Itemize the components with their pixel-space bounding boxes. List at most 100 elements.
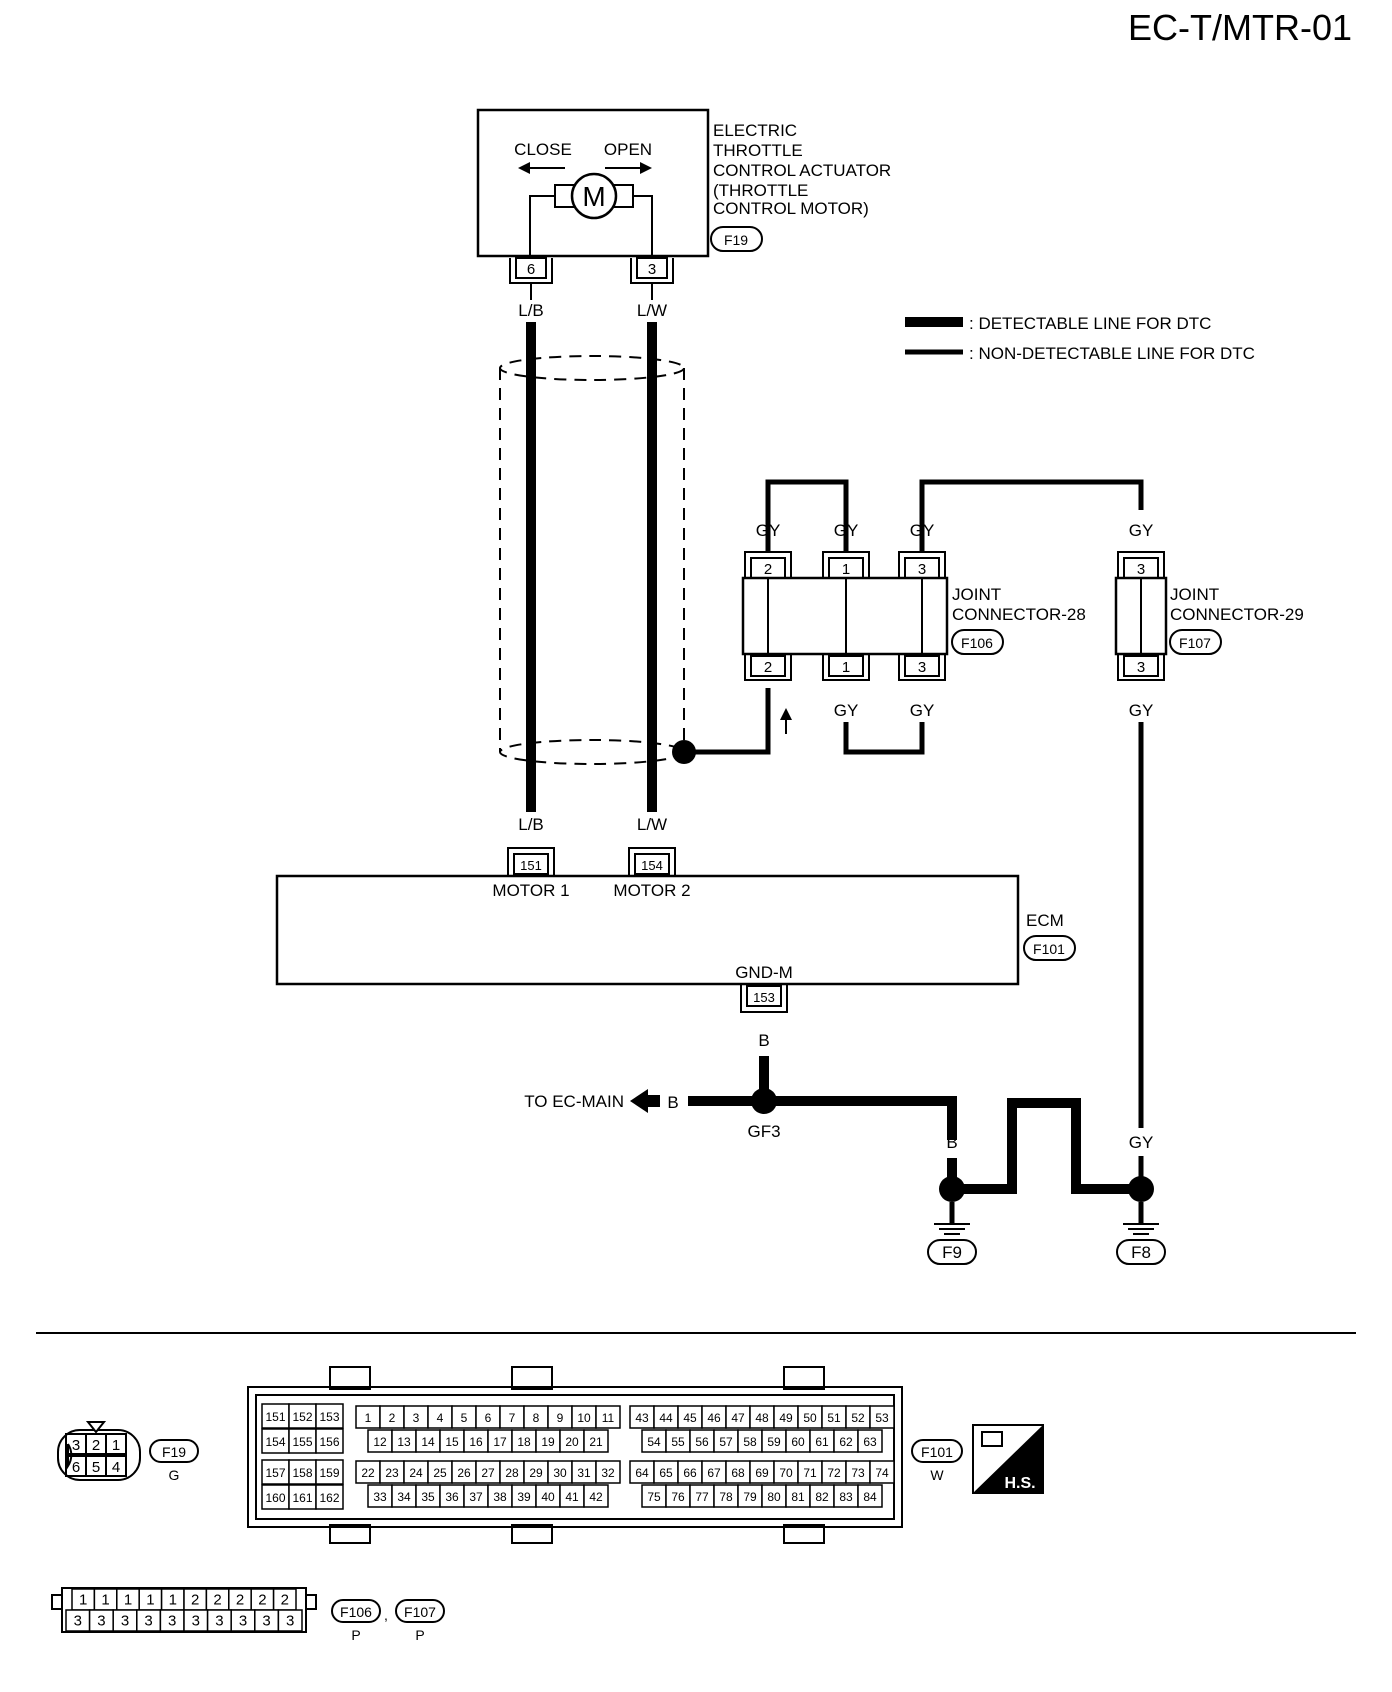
f101-pin: 48 bbox=[755, 1411, 769, 1425]
throttle-actuator: CLOSE OPEN M ELECTRIC THROTTLE CONTROL A… bbox=[476, 108, 891, 284]
svg-text:(THROTTLE: (THROTTLE bbox=[713, 181, 808, 200]
f101-pin: 1 bbox=[365, 1411, 372, 1425]
f101-pin: 78 bbox=[719, 1490, 733, 1504]
f106-pin: 1 bbox=[79, 1592, 87, 1609]
f101-pin: 77 bbox=[695, 1490, 709, 1504]
f101-pin: 54 bbox=[647, 1435, 661, 1449]
f101-pin: 67 bbox=[707, 1466, 721, 1480]
f101-pin: 21 bbox=[589, 1435, 603, 1449]
to-ec-main-label: TO EC-MAIN bbox=[524, 1092, 624, 1111]
ground-f9-icon: F9 bbox=[927, 1202, 977, 1265]
motor-icon: M bbox=[529, 172, 653, 256]
f101-pin: 161 bbox=[292, 1491, 312, 1505]
svg-text:H.S.: H.S. bbox=[1004, 1475, 1035, 1492]
f101-pin: 10 bbox=[577, 1411, 591, 1425]
f106-pin: 1 bbox=[169, 1592, 177, 1609]
f101-pin: 37 bbox=[469, 1490, 483, 1504]
f101-pin: 52 bbox=[851, 1411, 865, 1425]
f101-pin: 3 bbox=[413, 1411, 420, 1425]
close-label: CLOSE bbox=[514, 140, 572, 159]
f101-pin: 19 bbox=[541, 1435, 555, 1449]
f106-pin: 3 bbox=[121, 1613, 129, 1630]
f101-pin: 33 bbox=[373, 1490, 387, 1504]
f106-pin: 3 bbox=[286, 1613, 294, 1630]
svg-text:3: 3 bbox=[1137, 659, 1145, 676]
wire-label-lw-top: L/W bbox=[637, 301, 667, 320]
f101-pin: 16 bbox=[469, 1435, 483, 1449]
svg-text:B: B bbox=[667, 1093, 678, 1112]
svg-text:GY: GY bbox=[834, 701, 859, 720]
svg-text:GY: GY bbox=[1129, 521, 1154, 540]
to-main-arrow-icon bbox=[630, 1089, 660, 1113]
actuator-pin-6: 6 bbox=[509, 257, 553, 284]
f101-pin: 153 bbox=[319, 1410, 339, 1424]
wire-label-lb-top: L/B bbox=[518, 301, 544, 320]
svg-text:GY: GY bbox=[910, 701, 935, 720]
f101-pin: 30 bbox=[553, 1466, 567, 1480]
f101-pin: 69 bbox=[755, 1466, 769, 1480]
svg-text:P: P bbox=[351, 1627, 360, 1643]
f101-pin: 55 bbox=[671, 1435, 685, 1449]
f106-pin: 3 bbox=[168, 1613, 176, 1630]
f101-pin: 14 bbox=[421, 1435, 435, 1449]
ground-circuit: B GF3 B TO EC-MAIN B B B GY F9 bbox=[524, 1031, 1166, 1265]
svg-text:1: 1 bbox=[842, 561, 850, 578]
f19-pin: 3 bbox=[72, 1437, 80, 1454]
f101-pin: 32 bbox=[601, 1466, 615, 1480]
f101-pin: 11 bbox=[602, 1411, 615, 1425]
f101-pin: 80 bbox=[767, 1490, 781, 1504]
f101-pin: 4 bbox=[437, 1411, 444, 1425]
f106-pin: 1 bbox=[146, 1592, 154, 1609]
f101-pin: 79 bbox=[743, 1490, 757, 1504]
svg-text:F9: F9 bbox=[942, 1243, 962, 1262]
svg-text:GY: GY bbox=[756, 521, 781, 540]
f101-pin: 6 bbox=[485, 1411, 492, 1425]
svg-text:B: B bbox=[946, 1133, 957, 1152]
wire-label-lb-bottom: L/B bbox=[518, 815, 544, 834]
f101-pin: 151 bbox=[265, 1410, 285, 1424]
f101-pin: 46 bbox=[707, 1411, 721, 1425]
f101-pin: 8 bbox=[533, 1411, 540, 1425]
svg-text:P: P bbox=[415, 1627, 424, 1643]
svg-text:THROTTLE: THROTTLE bbox=[713, 141, 803, 160]
f106-pin: 2 bbox=[213, 1592, 221, 1609]
svg-text:,: , bbox=[384, 1607, 388, 1623]
f101-pin: 5 bbox=[461, 1411, 468, 1425]
page-code: EC-T/MTR-01 bbox=[1128, 7, 1352, 48]
f101-pin: 12 bbox=[373, 1435, 387, 1449]
f101-pin: 71 bbox=[803, 1466, 817, 1480]
f101-pin: 57 bbox=[719, 1435, 733, 1449]
svg-text:CONTROL MOTOR): CONTROL MOTOR) bbox=[713, 199, 869, 218]
svg-text:154: 154 bbox=[641, 858, 663, 873]
f101-pin: 81 bbox=[791, 1490, 805, 1504]
f19-pin: 1 bbox=[112, 1437, 120, 1454]
svg-text:F107: F107 bbox=[404, 1604, 436, 1620]
svg-text:3: 3 bbox=[648, 261, 656, 278]
f106-pin: 3 bbox=[192, 1613, 200, 1630]
f101-pin: 44 bbox=[659, 1411, 673, 1425]
ground-f8-icon: F8 bbox=[1116, 1202, 1166, 1265]
svg-text:W: W bbox=[930, 1467, 944, 1483]
svg-text:1: 1 bbox=[842, 659, 850, 676]
gnd-m-label: GND-M bbox=[735, 963, 793, 982]
svg-text:CONNECTOR-29: CONNECTOR-29 bbox=[1170, 605, 1304, 624]
f101-pin: 2 bbox=[389, 1411, 396, 1425]
f101-pin: 82 bbox=[815, 1490, 829, 1504]
f106-pin: 2 bbox=[191, 1592, 199, 1609]
f101-pin: 68 bbox=[731, 1466, 745, 1480]
svg-text:GY: GY bbox=[1129, 701, 1154, 720]
svg-text:F106: F106 bbox=[340, 1604, 372, 1620]
svg-text:3: 3 bbox=[918, 659, 926, 676]
f101-pin: 157 bbox=[265, 1466, 285, 1480]
f101-pin: 23 bbox=[385, 1466, 399, 1480]
f101-pin: 15 bbox=[445, 1435, 459, 1449]
f101-pin: 24 bbox=[409, 1466, 423, 1480]
motor2-label: MOTOR 2 bbox=[613, 881, 690, 900]
svg-text:GY: GY bbox=[910, 521, 935, 540]
svg-text:6: 6 bbox=[527, 261, 535, 278]
f101-pin: 155 bbox=[292, 1435, 312, 1449]
f101-pin: 35 bbox=[421, 1490, 435, 1504]
wire-shield bbox=[499, 355, 685, 765]
legend: : DETECTABLE LINE FOR DTC : NON-DETECTAB… bbox=[905, 314, 1255, 363]
f101-pin: 160 bbox=[265, 1491, 285, 1505]
